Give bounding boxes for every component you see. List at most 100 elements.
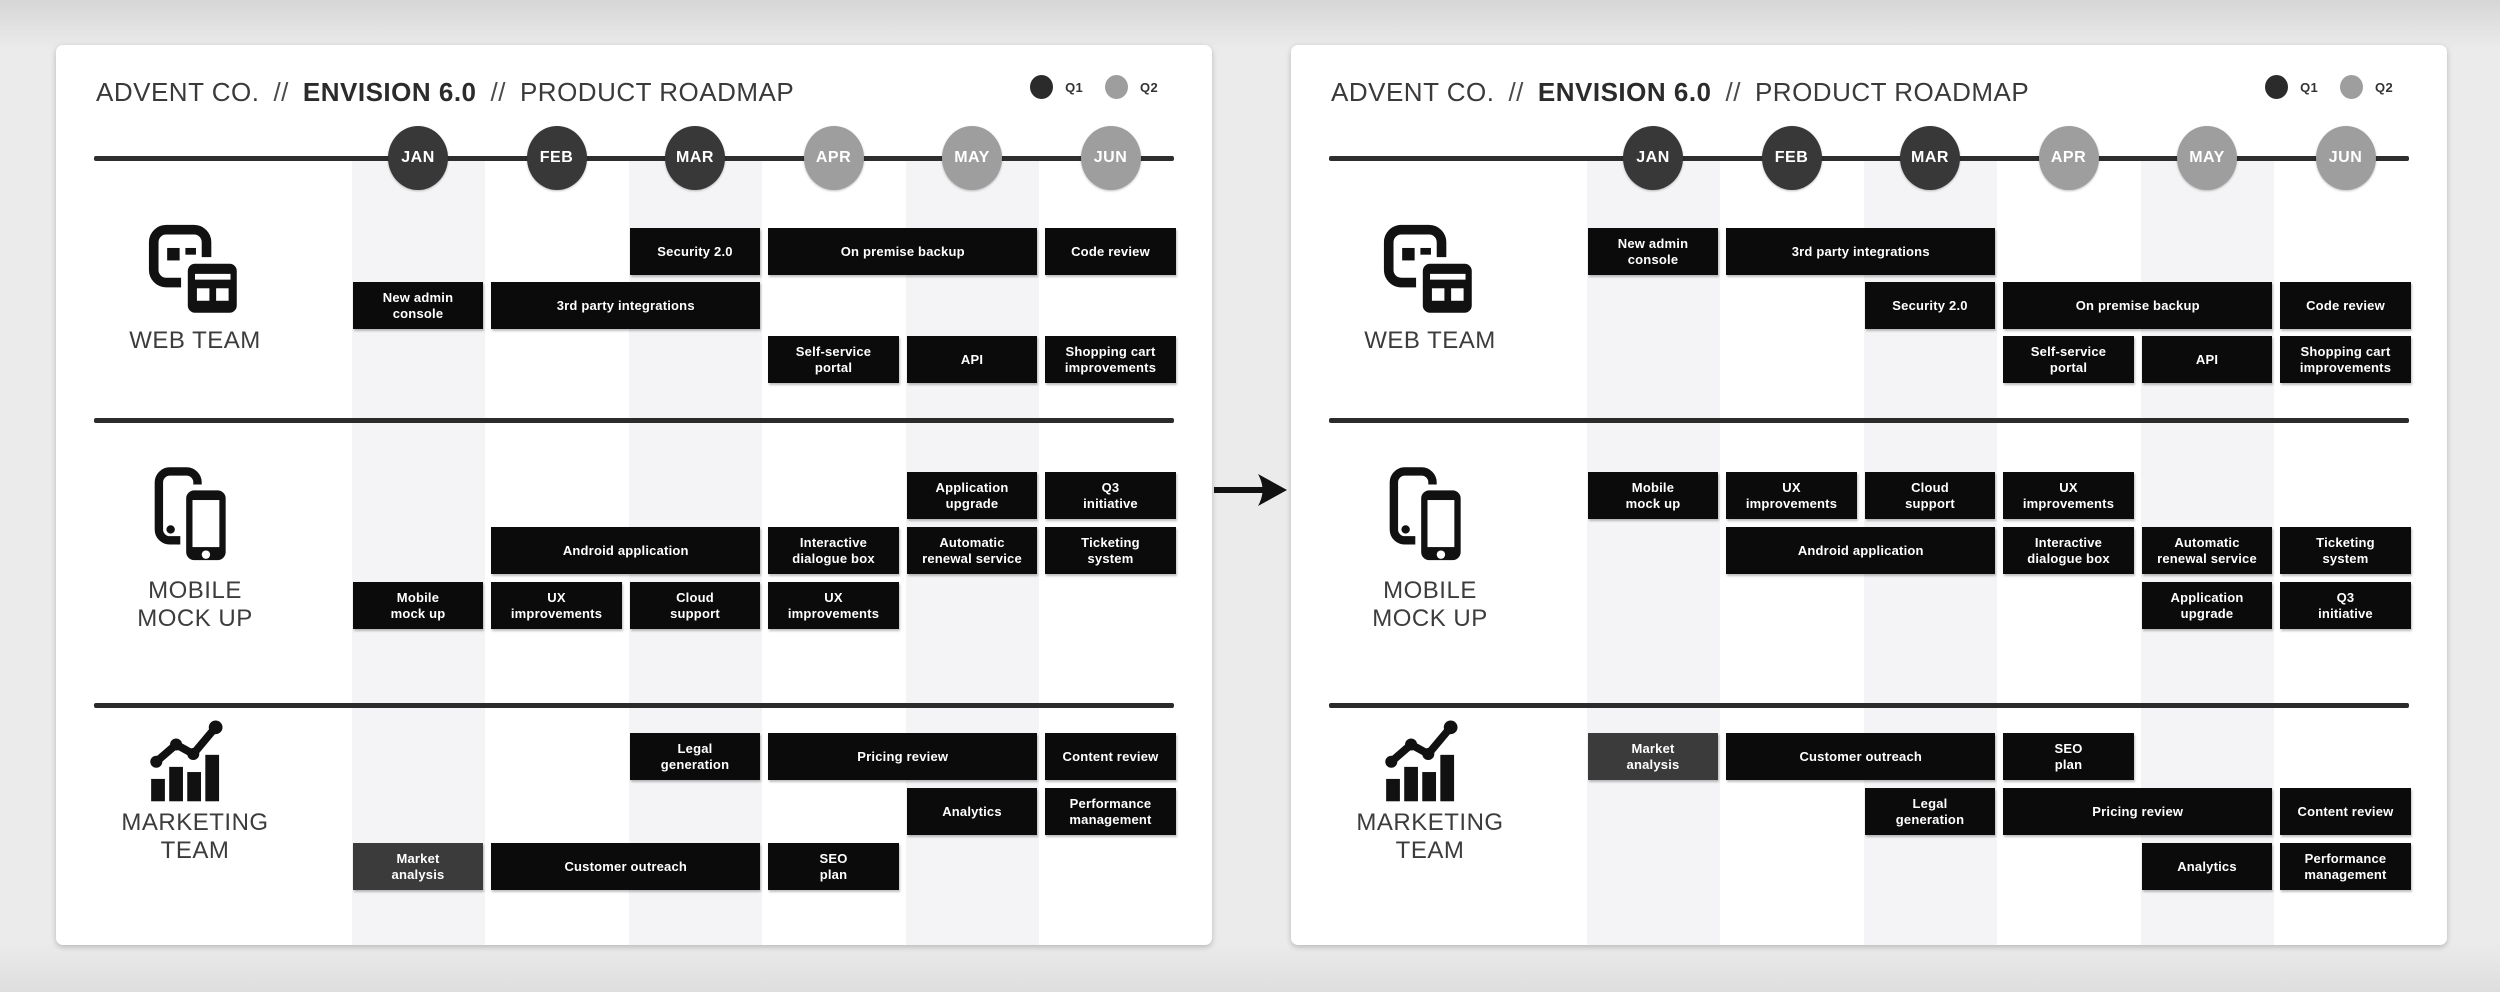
column-stripe (1586, 158, 1720, 945)
month-marker-may: MAY (2177, 126, 2237, 190)
month-label: MAR (676, 149, 714, 166)
legend-q2-dot-icon (2340, 75, 2364, 99)
panel-title: ADVENT CO.//ENVISION 6.0//PRODUCT ROADMA… (96, 77, 808, 108)
month-label: JAN (401, 149, 435, 166)
task-bar: UX improvements (768, 582, 899, 629)
task-bar: New admin console (1587, 228, 1719, 275)
task-bar: Legal generation (1864, 788, 1996, 835)
team-name: MARKETING TEAM (121, 809, 269, 865)
task-bar: Automatic renewal service (906, 527, 1038, 574)
task-bar: Android application (1726, 527, 1996, 574)
task-bar: Performance management (1045, 788, 1176, 835)
month-marker-mar: MAR (1900, 126, 1960, 190)
transform-right-arrow-icon (1212, 470, 1288, 510)
task-bar: Automatic renewal service (2141, 527, 2273, 574)
task-bar: Code review (1045, 228, 1176, 275)
panel-title: ADVENT CO.//ENVISION 6.0//PRODUCT ROADMA… (1331, 77, 2043, 108)
task-bar: Pricing review (768, 733, 1038, 780)
month-label: FEB (539, 149, 574, 166)
month-marker-may: MAY (942, 126, 1002, 190)
quarter-legend: Q1 Q2 (2265, 75, 2403, 99)
task-bar: API (906, 336, 1038, 383)
team-divider (94, 418, 1174, 423)
company-name: ADVENT CO. (1331, 77, 1495, 107)
task-bar: Market analysis (1587, 733, 1719, 780)
month-marker-jun: JUN (1080, 126, 1141, 190)
legend-q1-label: Q1 (2300, 79, 2319, 95)
task-bar: Interactive dialogue box (768, 527, 899, 574)
team-divider (1329, 703, 2409, 708)
team-divider (94, 703, 1174, 708)
team-name: MOBILE MOCK UP (137, 577, 253, 633)
timeline-line (94, 156, 1174, 161)
team-name: MARKETING TEAM (1356, 809, 1504, 865)
timeline-line (1329, 156, 2409, 161)
month-label: JUN (2328, 149, 2363, 166)
task-bar: Cloud support (629, 582, 761, 629)
task-bar: 3rd party integrations (1726, 228, 1996, 275)
task-bar: Android application (491, 527, 761, 574)
month-marker-jan: JAN (1623, 126, 1683, 190)
month-label: MAY (954, 149, 990, 166)
task-bar: Analytics (906, 788, 1038, 835)
month-marker-feb: FEB (1761, 126, 1822, 190)
task-bar: UX improvements (1726, 472, 1857, 519)
task-bar: Shopping cart improvements (1045, 336, 1176, 383)
task-bar: SEO plan (2003, 733, 2134, 780)
task-bar: Q3 initiative (2280, 582, 2411, 629)
task-bar: Interactive dialogue box (2003, 527, 2134, 574)
task-bar: Analytics (2141, 843, 2273, 890)
month-marker-jan: JAN (388, 126, 448, 190)
month-label: APR (2050, 149, 2087, 166)
task-bar: Customer outreach (491, 843, 761, 890)
marketing-team-icon (1380, 717, 1480, 808)
task-bar: On premise backup (2003, 282, 2273, 329)
task-bar: 3rd party integrations (491, 282, 761, 329)
mobile-team-icon (1388, 465, 1472, 572)
task-bar: On premise backup (768, 228, 1038, 275)
roadmap-panel-before: ADVENT CO.//ENVISION 6.0//PRODUCT ROADMA… (56, 45, 1212, 945)
legend-q1-dot-icon (1030, 75, 1054, 99)
task-bar: Security 2.0 (629, 228, 761, 275)
task-bar: Self-service portal (768, 336, 899, 383)
task-bar: New admin console (352, 282, 484, 329)
web-team-icon (1382, 223, 1479, 324)
task-bar: Legal generation (629, 733, 761, 780)
product-version: ENVISION 6.0 (302, 77, 477, 107)
month-label: JUN (1093, 149, 1128, 166)
task-bar: Cloud support (1864, 472, 1996, 519)
task-bar: Mobile mock up (1587, 472, 1719, 519)
task-bar: Market analysis (352, 843, 484, 890)
team-name: WEB TEAM (129, 327, 261, 354)
company-name: ADVENT CO. (96, 77, 260, 107)
page-title: PRODUCT ROADMAP (1754, 77, 2030, 107)
task-bar: Application upgrade (2141, 582, 2273, 629)
legend-q2-label: Q2 (1140, 79, 1158, 95)
task-bar: Content review (1045, 733, 1176, 780)
month-label: JAN (1636, 149, 1670, 166)
title-separator: // (1508, 77, 1524, 107)
task-bar: Content review (2280, 788, 2411, 835)
task-bar: Code review (2280, 282, 2411, 329)
roadmap-panel-after: ADVENT CO.//ENVISION 6.0//PRODUCT ROADMA… (1291, 45, 2447, 945)
legend-q2-label: Q2 (2375, 79, 2393, 95)
roadmap-board: JAN FEB MAR APR MAY JUN WEB TEAM New admin cons… (1291, 45, 2447, 945)
month-label: MAY (2189, 149, 2225, 166)
month-label: APR (815, 149, 852, 166)
month-marker-feb: FEB (526, 126, 587, 190)
task-bar: API (2141, 336, 2273, 383)
task-bar: Pricing review (2003, 788, 2273, 835)
title-separator: // (273, 77, 289, 107)
task-bar: Application upgrade (906, 472, 1038, 519)
task-bar: Performance management (2280, 843, 2411, 890)
mobile-team-icon (153, 465, 237, 572)
team-name: MOBILE MOCK UP (1372, 577, 1488, 633)
team-name: WEB TEAM (1364, 327, 1496, 354)
task-bar: Customer outreach (1726, 733, 1996, 780)
month-label: FEB (1774, 149, 1809, 166)
task-bar: Shopping cart improvements (2280, 336, 2411, 383)
month-marker-apr: APR (2038, 126, 2099, 190)
task-bar: Self-service portal (2003, 336, 2134, 383)
month-marker-mar: MAR (665, 126, 725, 190)
